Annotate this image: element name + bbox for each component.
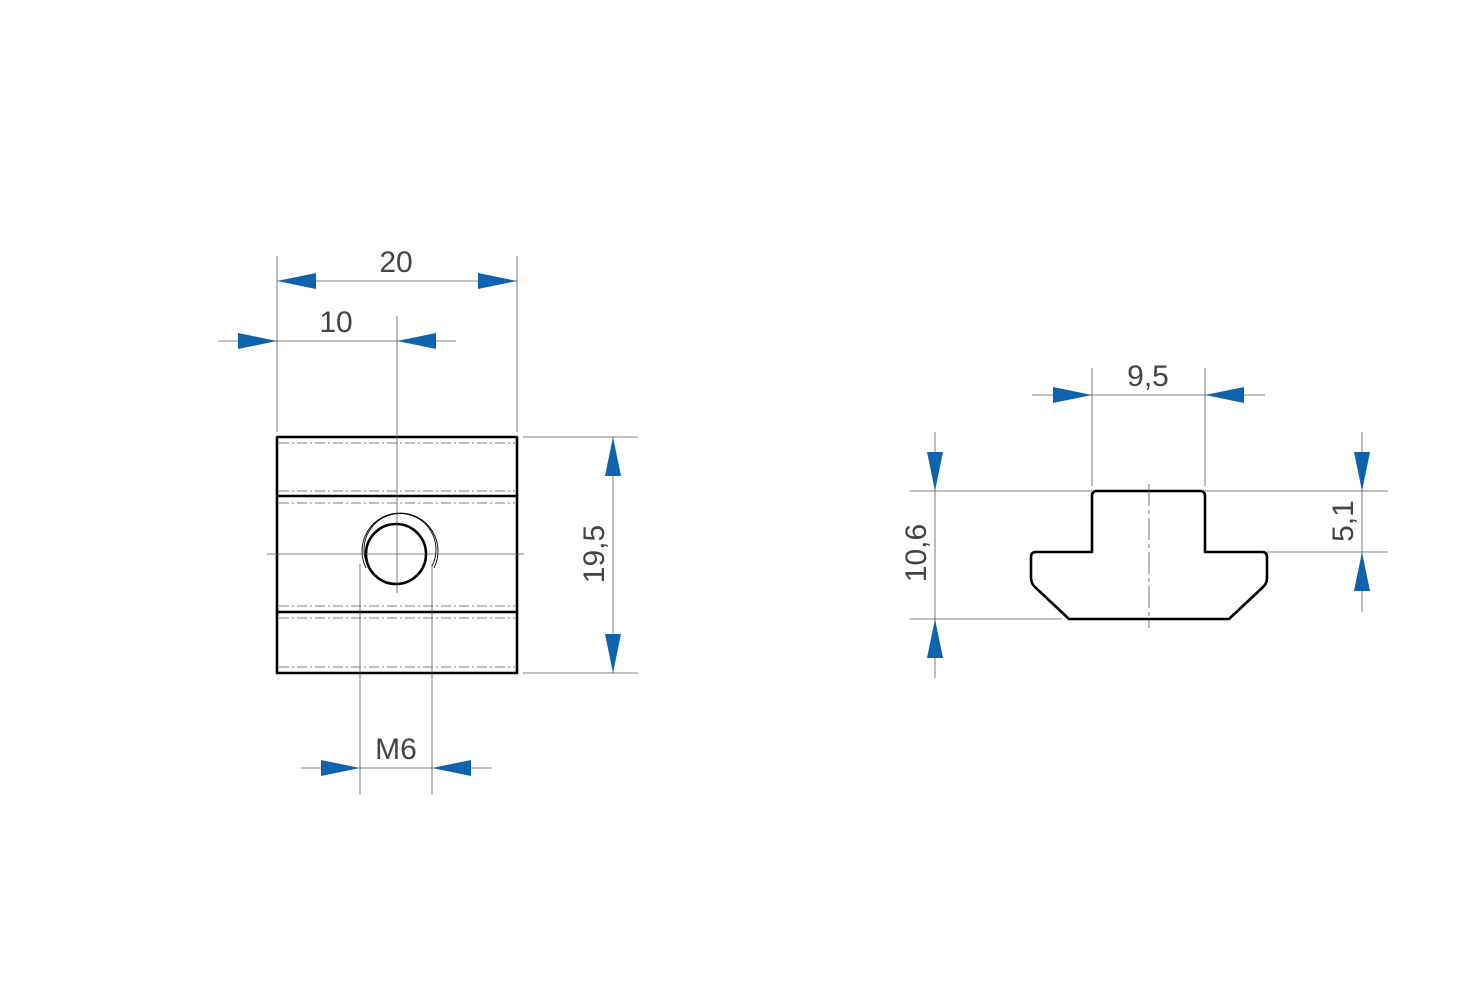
dimension-arrow: [277, 273, 316, 289]
dimension-arrow: [238, 333, 277, 349]
dimension-arrow: [927, 619, 943, 658]
thread-arc: [363, 513, 437, 567]
thread-arc: [361, 512, 439, 569]
side-profile-view: 9,5 10,6 5,1: [900, 360, 1388, 678]
dimension-arrow: [432, 760, 471, 776]
dimension-arrow: [397, 333, 436, 349]
dimension-arrow: [1354, 452, 1370, 491]
dimension-label-height: 19,5: [578, 525, 611, 583]
front-view: 20 10 19,5 M6: [218, 246, 638, 794]
dimension-arrow: [321, 760, 360, 776]
dimension-label-neck-height: 5,1: [1327, 500, 1360, 542]
dimension-label-width: 20: [379, 246, 412, 279]
dimension-label-hole-offset: 10: [319, 306, 352, 339]
dimension-label-thread: M6: [375, 733, 417, 766]
dimension-label-total-height: 10,6: [900, 524, 933, 582]
dimension-arrow: [605, 437, 621, 476]
dimension-arrow: [1205, 387, 1244, 403]
dimension-label-neck-width: 9,5: [1127, 360, 1169, 393]
dimension-arrow: [478, 273, 517, 289]
dimension-arrow: [1053, 387, 1092, 403]
dimension-arrow: [1354, 552, 1370, 591]
t-profile-outline: [1029, 489, 1269, 621]
dimension-arrow: [927, 452, 943, 491]
dimension-arrow: [605, 634, 621, 673]
